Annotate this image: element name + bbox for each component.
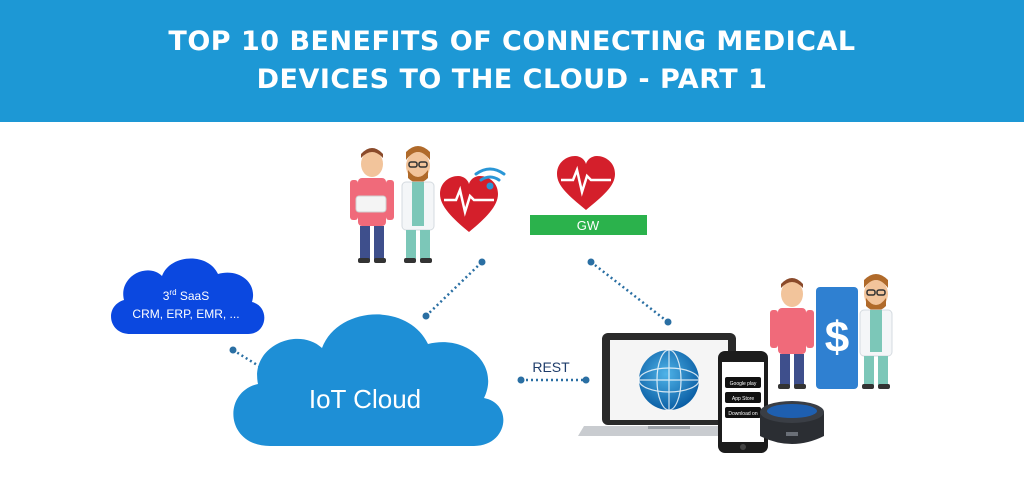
title-line-1: TOP 10 BENEFITS OF CONNECTING MEDICAL [168,26,856,57]
title-banner: TOP 10 BENEFITS OF CONNECTING MEDICAL DE… [0,0,1024,122]
globe-icon [638,349,700,411]
heart-monitor-icon [440,176,498,232]
gateway-label: GW [577,218,600,233]
connector-dot [478,258,486,266]
dollar-symbol: $ [825,313,849,362]
patient-icon [350,148,394,263]
rest-label: REST [532,359,570,375]
connector-dot [229,346,237,354]
badge-app-store: App Store [732,396,754,402]
smartphone-icon: Google play App Store Download on [718,351,768,453]
connector-cloud-to-heart [425,261,483,317]
payment-icon: $ [816,287,858,389]
iot-cloud-label: IoT Cloud [309,384,421,414]
smart-speaker-icon [760,401,824,444]
saas-line-2: CRM, ERP, EMR, ... [132,307,239,321]
connector-dot [517,376,525,384]
badge-google-play: Google play [730,381,757,387]
doctor-icon [401,146,435,263]
gateway-icon: GW [530,156,647,235]
connector-dot [422,312,430,320]
app-store-badges: Google play App Store Download on [725,377,761,418]
connector-saas-to-cloud [232,348,263,370]
connector-dot [582,376,590,384]
wifi-icon [474,167,506,190]
saas-line-1: 3rd SaaS [163,288,210,303]
connector-gateway-to-apps [590,261,669,323]
badge-download: Download on [728,411,757,417]
patient-icon [770,278,814,389]
connector-dot [587,258,595,266]
iot-cloud: IoT Cloud [233,314,504,446]
doctor-icon [859,274,893,389]
saas-cloud: 3rd SaaS CRM, ERP, EMR, ... [111,258,265,334]
connector-lines [232,261,669,382]
connector-dot [664,318,672,326]
title-line-2: DEVICES TO THE CLOUD - PART 1 [256,64,768,95]
